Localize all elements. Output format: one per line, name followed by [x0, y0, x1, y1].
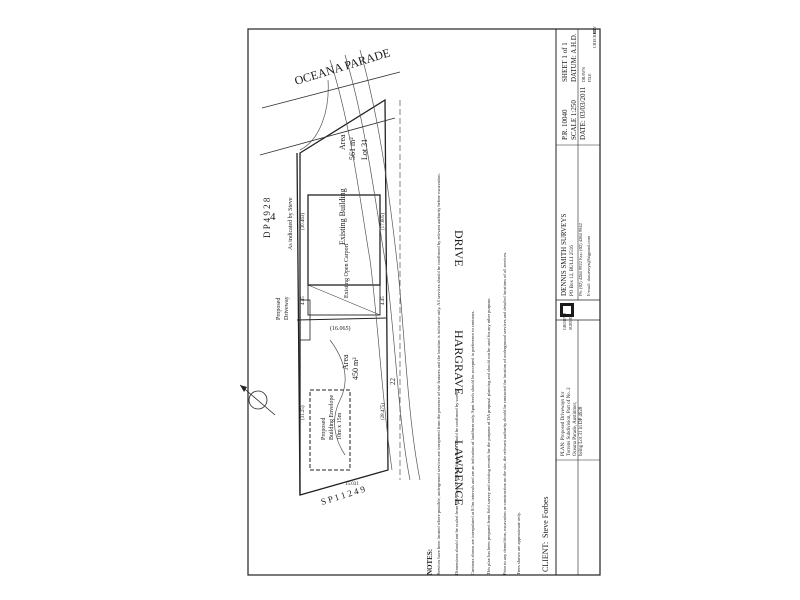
dimension-label: (31.25) [301, 405, 306, 420]
note-4: This plan has been prepared from field s… [486, 297, 491, 575]
dimension-label: (16.065) [330, 325, 351, 332]
sheet-border [247, 28, 601, 576]
company-address-1: PO Box 12, BULLI 2516 [570, 245, 575, 296]
note-5: Prior to any demolition, excavation or c… [502, 252, 508, 575]
carport-diagonal [307, 284, 381, 316]
client-name: Steve Forbes [541, 496, 550, 538]
logo-caption-1: GROUND [562, 313, 567, 330]
rev-label: REV [592, 26, 597, 34]
contour-line [344, 54, 411, 481]
contour-line [299, 79, 329, 151]
street-label-oceana-parade: OCEANA PARADE [293, 45, 392, 87]
dimension-label: 4.45 [301, 296, 306, 305]
plan-reference: P.R. 10040 [561, 109, 569, 140]
street-label-hargrave: HARGRAVE [452, 330, 466, 395]
envelope-label-line2: Building Envelope [329, 395, 335, 440]
north-arrow-icon [239, 384, 276, 416]
proposed-driveway [299, 299, 311, 341]
plan-scale: SCALE 1:250 [570, 100, 578, 140]
note-1: Services have been located where possibl… [436, 173, 442, 575]
lot31-label: Lot 31 [360, 139, 369, 160]
driveway-label-line2: Driveway [284, 296, 290, 320]
dimension-label: (17.605) [381, 213, 386, 230]
subdivision-line [296, 317, 387, 321]
street-label-drive: DRIVE [452, 230, 466, 267]
lot31-area-label: Area [338, 134, 347, 150]
client-label: CLIENT: [541, 542, 550, 572]
logo-caption-2: SURVEY [568, 314, 573, 330]
plan-date: DATE: 03/03/2011 [579, 86, 587, 140]
plan-line-1: PLAN: Proposed Driveways for [561, 391, 566, 456]
contour-line [329, 339, 346, 456]
deposited-plan-label: D P 4 9 2 8 [262, 197, 272, 238]
company-logo-inner [563, 306, 571, 314]
drawn-label: DRAWN [581, 67, 586, 82]
contour-line [329, 59, 393, 471]
as-indicated-note: As indicated by Steve [288, 197, 294, 250]
road-edge [259, 117, 396, 156]
dimension-label: (28.475) [381, 403, 386, 420]
company-name: DENNIS SMITH SURVEYS [560, 214, 568, 296]
contour-line [359, 49, 421, 481]
road-edge [261, 71, 401, 109]
lot-boundary [299, 98, 389, 496]
carport-label: Existing Open Carport [344, 243, 350, 298]
company-address-2: Ph: (02) 4284 9922 Fax: (02) 4284 9942 [578, 223, 583, 296]
new-lot-area-value: 450 m² [351, 357, 360, 380]
new-lot-area-label: Area [341, 354, 350, 370]
datum: DATUM: A.H.D. [570, 33, 578, 82]
note-6: Trees shown are approximate only. [516, 512, 521, 575]
west-boundary [296, 152, 301, 496]
checked-label: CHECKED [592, 29, 597, 48]
contour-value: 22 [389, 378, 397, 386]
envelope-label-line1: Proposed [321, 418, 327, 440]
dimension-label: (30.463) [301, 213, 306, 230]
file-label: FILE [587, 73, 592, 82]
lot31-area-value: 561 m² [348, 137, 357, 160]
notes-heading: NOTES: [426, 549, 434, 575]
company-address-3: E-mail: dssurveys@bigpond.com [586, 235, 591, 296]
lot-number: 4 [270, 211, 276, 223]
driveway-label-line1: Proposed [276, 298, 282, 320]
sheet-number: SHEET 1 of 1 [561, 42, 569, 82]
building-envelope [309, 389, 351, 471]
existing-building-label: Existing Building [338, 188, 347, 245]
dimension-label: 4.45 [381, 296, 386, 305]
plan-line-4: being Lot 31 in DP 4928 [579, 406, 584, 456]
dimension-label: 15.031 [345, 482, 359, 487]
plan-line-3: Oceana Parade, Austinmer, [573, 402, 578, 456]
envelope-label-line3: 10m x 15m [337, 412, 343, 440]
plan-line-2: Torrens Subdivision, Part of No. 2 [567, 387, 572, 456]
note-3: Contours shown are interpolated at 0.5m … [470, 310, 475, 575]
street-label-lawrence: LAWRENCE [452, 440, 466, 506]
note-2: Dimensions should not be scaled from thi… [454, 389, 459, 575]
